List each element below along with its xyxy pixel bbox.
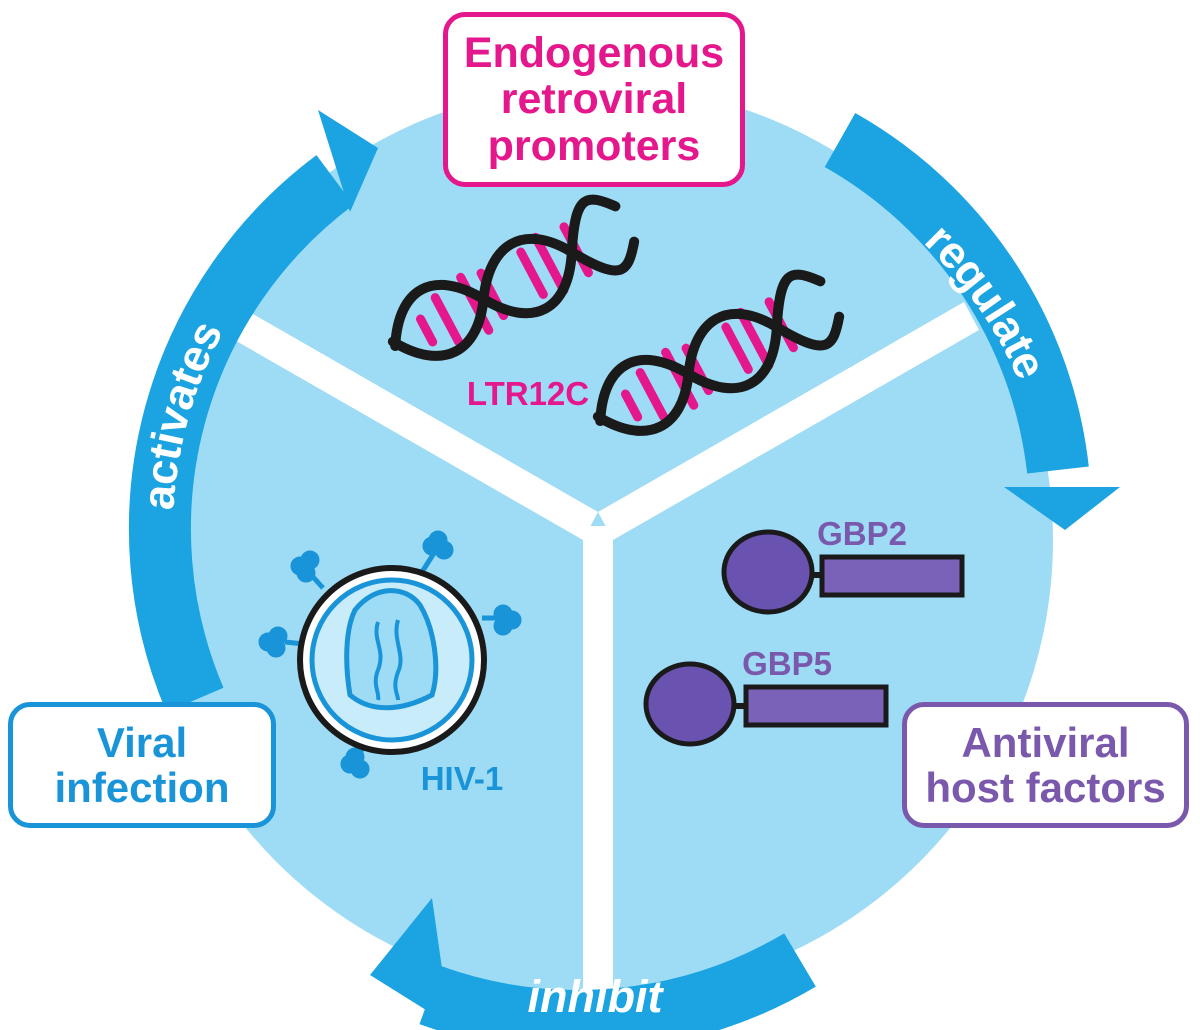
hiv1-label: HIV-1 [421, 760, 504, 797]
activates-arrow [128, 110, 378, 713]
box-line: host factors [925, 764, 1166, 811]
box-line: infection [54, 764, 230, 811]
box-line: promoters [487, 121, 701, 170]
dna-helix-icon [592, 269, 845, 436]
hiv-virion-icon [258, 530, 522, 779]
gbp5-label: GBP5 [742, 645, 832, 682]
box-line: Viral [96, 718, 188, 766]
viral-infection-box: Viral infection [8, 702, 276, 828]
box-line: Antiviral [961, 718, 1130, 766]
gbp5-protein-icon [643, 661, 889, 747]
gbp2-protein-icon [721, 529, 965, 615]
regulate-arrow [824, 113, 1120, 530]
sector-dividers [217, 302, 979, 1026]
inhibit-label: inhibit [528, 971, 665, 1022]
box-line: Endogenous [463, 28, 725, 77]
antiviral-host-factors-box: Antiviral host factors [902, 702, 1189, 828]
box-line: retroviral [500, 75, 688, 124]
gbp2-label: GBP2 [817, 515, 907, 552]
ltr12c-label: LTR12C [467, 375, 589, 412]
endogenous-retroviral-promoters-box: Endogenous retroviral promoters [443, 12, 745, 187]
dna-helix-icon [387, 194, 640, 361]
inhibit-arrow [370, 898, 816, 1030]
